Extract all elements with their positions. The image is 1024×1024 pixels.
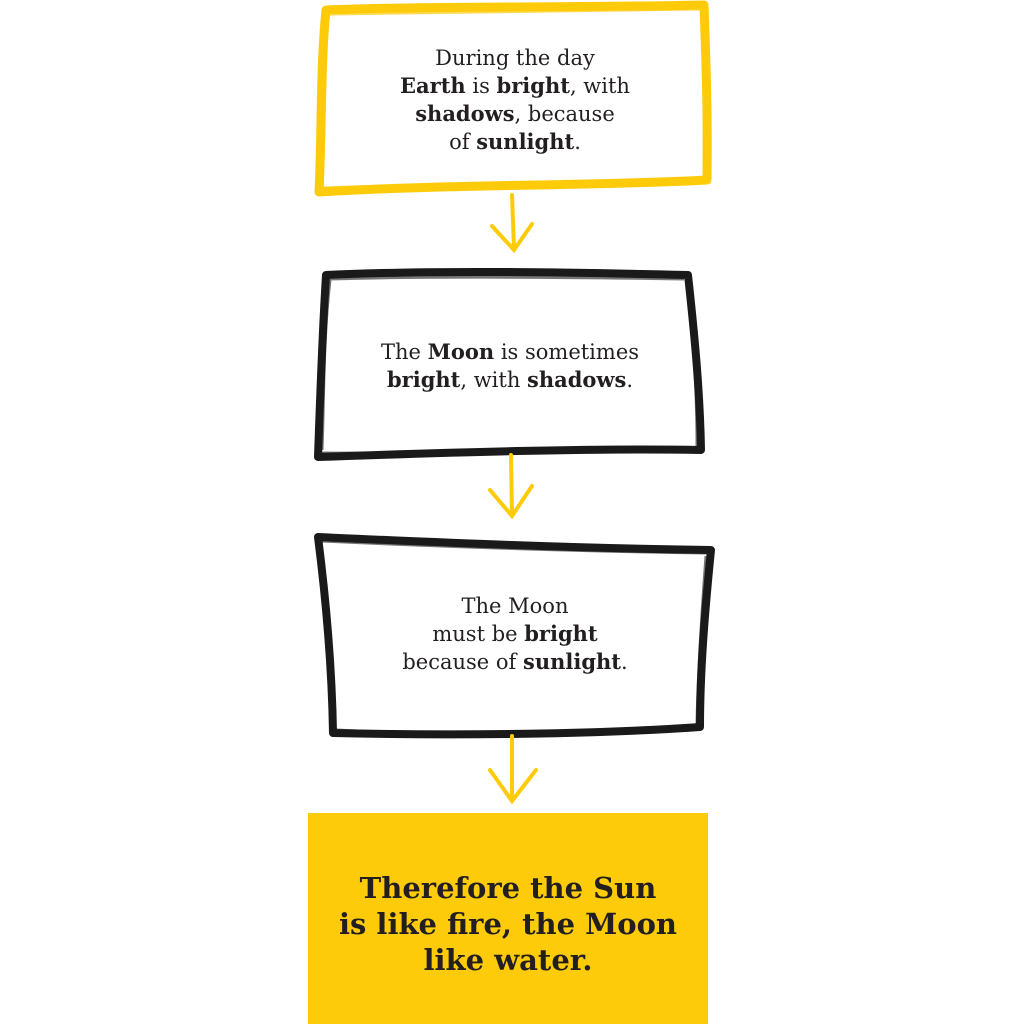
conclusion-line: like water. bbox=[423, 943, 593, 977]
step3-line: because of sunlight. bbox=[330, 648, 700, 676]
bold-word: Moon bbox=[427, 339, 495, 364]
step2-box-border bbox=[314, 267, 705, 461]
bold-word: bright bbox=[386, 367, 461, 392]
text-run: , with bbox=[460, 368, 528, 392]
text-run: , with bbox=[569, 74, 630, 98]
text-run: The Moon bbox=[461, 594, 569, 618]
bold-word: Earth bbox=[400, 73, 466, 98]
conclusion-box: Therefore the Sun is like fire, the Moon… bbox=[308, 813, 708, 1024]
step1-line: shadows, because bbox=[330, 100, 700, 128]
step3-line: must be bright bbox=[330, 620, 700, 648]
text-run: of bbox=[449, 130, 477, 154]
step3-line: The Moon bbox=[330, 592, 700, 620]
arrow-step1-to-step2 bbox=[490, 193, 534, 254]
bold-word: sunlight bbox=[476, 129, 575, 154]
step2-line: The Moon is sometimes bbox=[330, 338, 690, 366]
step3-box-border bbox=[314, 533, 715, 739]
step2-box-border-sketch bbox=[320, 275, 699, 455]
bold-word: shadows bbox=[527, 367, 627, 392]
step3-box-border-sketch bbox=[319, 539, 708, 736]
text-run: The bbox=[380, 340, 428, 364]
text-run: must be bbox=[432, 622, 525, 646]
step1-line: During the day bbox=[330, 44, 700, 72]
bold-word: bright bbox=[524, 621, 598, 646]
conclusion-line: Therefore the Sun bbox=[359, 871, 657, 905]
text-run: because of bbox=[402, 650, 523, 674]
bold-word: bright bbox=[496, 73, 570, 98]
step2-line: bright, with shadows. bbox=[330, 366, 690, 394]
text-run: is bbox=[465, 74, 497, 98]
step1-line: Earth is bright, with bbox=[330, 72, 700, 100]
bold-word: sunlight bbox=[523, 649, 621, 674]
arrow-step2-to-step3 bbox=[488, 453, 534, 520]
text-run: . bbox=[626, 368, 634, 392]
text-run: , because bbox=[514, 102, 615, 126]
conclusion-line: is like fire, the Moon bbox=[338, 907, 678, 941]
text-run: . bbox=[574, 130, 581, 154]
text-run: . bbox=[620, 650, 628, 674]
step1-line: of sunlight. bbox=[330, 128, 700, 156]
text-run: is sometimes bbox=[494, 340, 640, 364]
bold-word: shadows bbox=[415, 101, 515, 126]
arrow-step3-to-conclusion bbox=[488, 734, 538, 805]
step1-box-border bbox=[314, 0, 712, 197]
conclusion-text: Therefore the Sun is like fire, the Moon… bbox=[308, 870, 708, 978]
text-run: During the day bbox=[435, 46, 595, 70]
step1-box-border-sketch bbox=[320, 7, 706, 190]
